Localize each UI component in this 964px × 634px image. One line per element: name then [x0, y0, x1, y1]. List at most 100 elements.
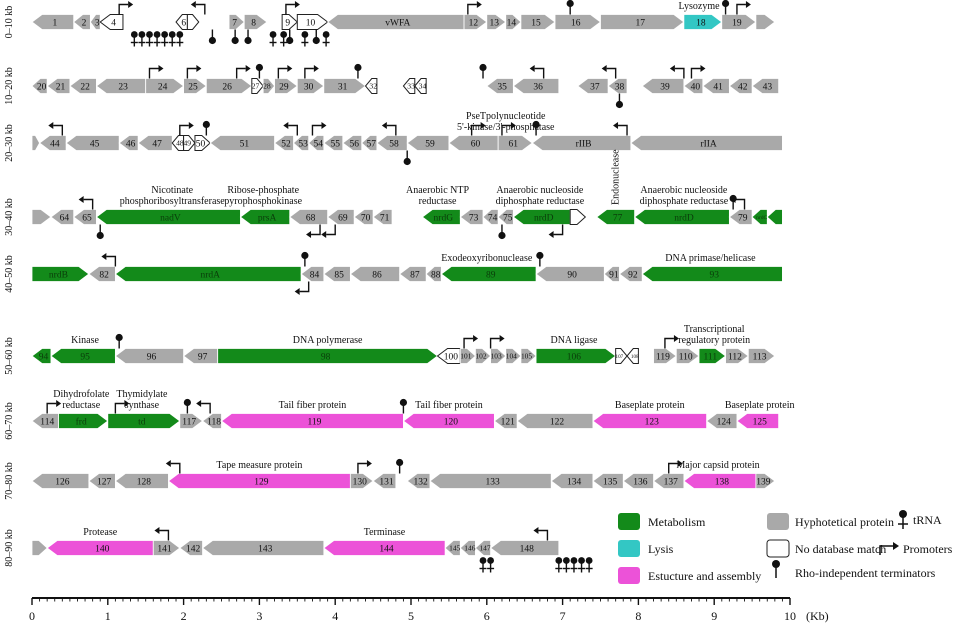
annotation-label: phosphoribosyltransferase	[120, 196, 226, 207]
gene-label: 69	[338, 213, 348, 223]
gene-label: nadV	[160, 213, 181, 223]
promoter-symbol	[674, 67, 685, 79]
gene-label: 129	[254, 477, 269, 487]
gene-label: rIIB	[576, 139, 592, 149]
gene-arrow	[520, 14, 556, 30]
gene-arrow	[569, 209, 587, 225]
gene-arrow	[186, 14, 200, 30]
terminator-symbols	[96, 0, 737, 474]
gene-arrow	[99, 14, 124, 30]
promoter-symbol	[534, 67, 545, 79]
gene-arrow	[183, 78, 208, 94]
promoter-symbol	[53, 124, 64, 136]
promoter-symbol	[195, 3, 206, 15]
axis-tick-label: 4	[332, 609, 338, 623]
gene-arrow	[323, 540, 446, 556]
promoter-arrowhead	[306, 231, 312, 238]
gene-label: 27	[252, 82, 260, 91]
terminator-head	[115, 333, 123, 342]
promoter-arrowhead	[188, 122, 194, 129]
gene-label: 75	[503, 213, 513, 223]
gene-arrow	[653, 348, 677, 364]
gene-arrow	[171, 135, 185, 151]
promoter-arrowhead	[294, 288, 300, 295]
gene-arrow	[349, 266, 401, 282]
gene-arrow	[459, 540, 476, 556]
gene-label: 133	[485, 477, 500, 487]
gene-arrow	[182, 348, 219, 364]
terminator-head	[183, 398, 191, 407]
legend-label-trna: tRNA	[913, 513, 942, 527]
terminator-head	[498, 231, 506, 240]
trna-head	[138, 31, 146, 38]
gene-arrow	[372, 473, 397, 489]
annotation-label: Tape measure protein	[216, 460, 302, 471]
promoter-arrowhead	[533, 527, 539, 534]
gene-arrow	[274, 78, 298, 94]
gene-arrow	[490, 348, 507, 364]
gene-arrow	[353, 209, 374, 225]
function-annotations: LysozymePseTpolynucleotide5'-kinase/3'-p…	[53, 1, 794, 538]
gene-label: 124	[717, 417, 732, 427]
gene-label: 68	[306, 213, 316, 223]
gene-arrow	[705, 413, 738, 429]
gene-arrow	[114, 473, 169, 489]
gene-arrow	[209, 135, 275, 151]
row-label: 80–90 kb	[4, 529, 15, 567]
gene-label: 96	[147, 352, 157, 362]
terminator-head	[354, 63, 362, 72]
annotation-label: 5'-kinase/3'-phosphatase	[457, 122, 555, 133]
promoter-symbol	[288, 124, 298, 136]
gene-label: 32	[369, 82, 377, 91]
gene-arrow	[179, 413, 204, 429]
gene-label: 14	[507, 18, 517, 28]
promoter-arrowhead	[287, 65, 293, 72]
gene-label: 30	[304, 82, 314, 92]
gene-arrow	[497, 135, 533, 151]
gene-arrow	[698, 348, 727, 364]
gene-label: 90	[567, 270, 577, 280]
promoter-symbol	[463, 337, 474, 349]
gene-arrows	[31, 14, 783, 556]
gene-label: 132	[413, 477, 428, 487]
row-label: 30–40 kb	[4, 198, 15, 236]
annotation-label: Baseplate protein	[615, 400, 685, 411]
gene-arrow	[239, 209, 291, 225]
legend-swatch-structure	[618, 567, 640, 584]
promoter-symbol	[83, 198, 94, 210]
annotation-label: DNA ligase	[550, 335, 598, 346]
gene-arrow	[482, 209, 499, 225]
gene-label: nrdD	[674, 213, 694, 223]
gene-arrow	[505, 14, 522, 30]
gene-arrow	[683, 473, 757, 489]
trna-head	[269, 31, 277, 38]
gene-arrow	[592, 473, 624, 489]
axis-tick-label: 2	[181, 609, 187, 623]
promoter-arrowhead	[56, 400, 62, 407]
gene-label: 143	[258, 544, 273, 554]
gene-arrow	[406, 135, 450, 151]
terminator-head	[96, 231, 104, 240]
gene-label: rIIA	[700, 139, 716, 149]
gene-arrow	[308, 135, 325, 151]
promoter-arrowhead	[613, 122, 619, 129]
terminator-head	[396, 458, 404, 467]
gene-arrow	[459, 348, 477, 364]
gene-arrow	[152, 540, 181, 556]
gene-arrow	[531, 135, 632, 151]
gene-label: 44	[50, 139, 60, 149]
gene-label: 101	[460, 352, 471, 361]
gene-label: 64	[60, 213, 70, 223]
gene-label: 54	[314, 139, 324, 149]
gene-arrow	[175, 14, 188, 30]
gene-arrow	[618, 266, 643, 282]
promoter-symbol	[664, 337, 674, 349]
gene-label: 21	[56, 82, 66, 92]
gene-label: 25	[188, 82, 198, 92]
gene-label: 56	[350, 139, 360, 149]
trna-head	[130, 31, 138, 38]
annotation-label: Major capsid protein	[676, 460, 759, 471]
gene-arrow	[736, 413, 780, 429]
gene-arrow	[31, 540, 48, 556]
gene-arrow	[592, 413, 708, 429]
